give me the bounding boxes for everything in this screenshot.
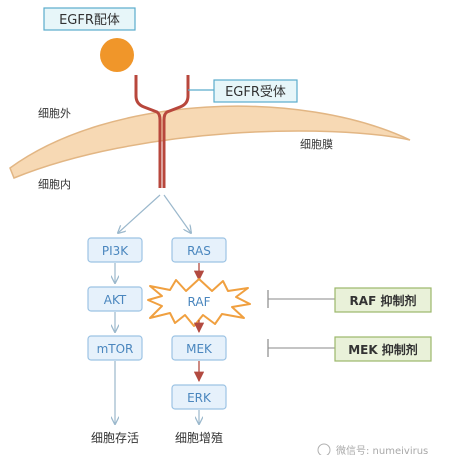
receptor-label-box: EGFR受体 [213,79,298,103]
inhibitor-raf: RAF 抑制剂 [267,287,432,313]
node-erk: ERK [171,384,227,410]
node-mtor: mTOR [87,335,143,361]
node-akt: AKT [87,286,143,312]
inhibitor-mek: MEK 抑制剂 [267,336,432,362]
svg-text:RAF: RAF [188,295,211,309]
node-mek: MEK [171,335,227,361]
watermark: 微信号: numeivirus [317,443,428,455]
arrow-receptor-to-ras [163,194,191,233]
egfr-receptor [134,75,190,188]
svg-text:RAS: RAS [187,244,211,258]
cell-membrane [9,105,411,179]
node-ras: RAS [171,237,227,263]
receptor-label: EGFR受体 [225,85,286,100]
wechat-icon [317,443,331,455]
svg-text:mTOR: mTOR [97,342,134,356]
svg-text:PI3K: PI3K [102,244,129,258]
arrow-receptor-to-pi3k [118,194,161,233]
node-pi3k: PI3K [87,237,143,263]
inhibitor-mek-label: MEK 抑制剂 [348,342,418,357]
outcome-proliferation: 细胞增殖 [175,430,223,445]
region-inside-label: 细胞内 [38,177,71,191]
svg-text:AKT: AKT [104,293,127,307]
svg-text:MEK: MEK [186,342,213,356]
region-membrane-label: 细胞膜 [300,138,333,151]
outcome-survival: 细胞存活 [91,431,139,445]
ligand-label: EGFR配体 [59,13,120,28]
watermark-text: 微信号: numeivirus [336,444,428,455]
ligand-circle [100,38,134,72]
ligand-label-box: EGFR配体 [43,7,136,31]
node-raf: RAF [147,278,251,327]
region-outside-label: 细胞外 [38,107,71,120]
inhibitor-raf-label: RAF 抑制剂 [350,293,417,308]
svg-text:ERK: ERK [187,391,212,405]
